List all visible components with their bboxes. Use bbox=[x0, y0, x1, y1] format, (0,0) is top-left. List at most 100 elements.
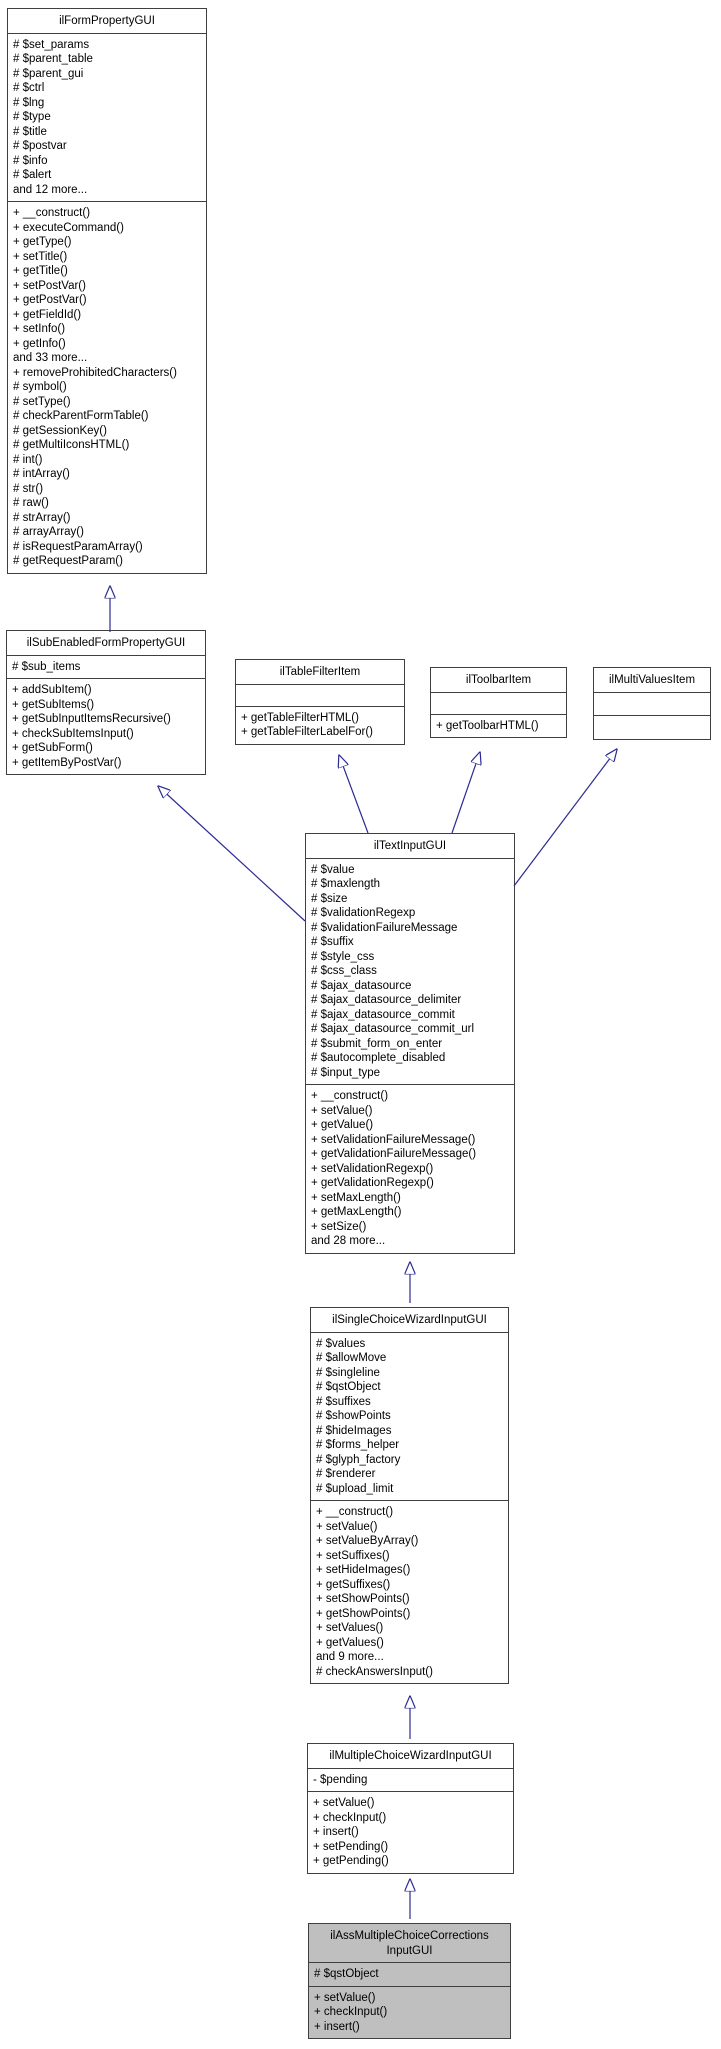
member-row: + getSubInputItemsRecursive() bbox=[12, 713, 171, 725]
member-row: + setPending() bbox=[313, 1840, 389, 1853]
member-row: # $forms_helper bbox=[316, 1439, 400, 1451]
member-row: # checkParentFormTable() bbox=[13, 410, 149, 422]
class-methods: + addSubItem()+ getSubItems()+ getSubInp… bbox=[7, 678, 205, 774]
member-row: # $postvar bbox=[13, 140, 67, 152]
member-row: + setValidationFailureMessage() bbox=[311, 1133, 476, 1146]
class-methods: + getToolbarHTML() bbox=[431, 713, 566, 738]
member-row: and 9 more... bbox=[316, 1651, 384, 1663]
member-row: # $qstObject bbox=[314, 1968, 379, 1980]
member-row: + getSubForm() bbox=[12, 742, 93, 754]
class-box-ilAssMultipleChoiceCorrectionsInputGUI[interactable]: ilAssMultipleChoiceCorrections InputGUI … bbox=[308, 1923, 511, 2039]
member-row: # $type bbox=[13, 111, 51, 123]
member-row: # $glyph_factory bbox=[316, 1453, 401, 1466]
member-row: # $suffixes bbox=[316, 1395, 371, 1408]
class-methods: + __construct() + executeCommand() + getTy… bbox=[8, 201, 206, 573]
member-row: # $ajax_datasource_commit bbox=[311, 1008, 455, 1021]
member-row: + checkInput() bbox=[314, 2006, 388, 2018]
class-title: ilSubEnabledFormPropertyGUI bbox=[26, 637, 186, 649]
class-title: ilFormPropertyGUI bbox=[59, 15, 155, 27]
class-box-ilSingleChoiceWizardInputGUI[interactable]: ilSingleChoiceWizardInputGUI # $values# … bbox=[310, 1307, 509, 1684]
member-row: # $sub_items bbox=[12, 660, 81, 673]
member-row: # $values bbox=[316, 1337, 366, 1350]
inheritance-arrow bbox=[158, 786, 306, 922]
member-row: and 33 more... bbox=[13, 352, 88, 364]
member-row: # $autocomplete_disabled bbox=[311, 1052, 446, 1064]
class-title: ilToolbarItem bbox=[465, 674, 532, 686]
class-box-ilToolbarItem[interactable]: ilToolbarItem + getToolbarHTML() bbox=[430, 667, 567, 738]
class-title: ilMultiValuesItem bbox=[608, 674, 696, 686]
member-row: + setValue() bbox=[313, 1797, 375, 1809]
member-row: + setTitle() bbox=[13, 250, 68, 263]
class-box-ilSubEnabledFormPropertyGUI[interactable]: ilSubEnabledFormPropertyGUI # $sub_items… bbox=[6, 630, 206, 775]
class-attributes bbox=[431, 691, 566, 714]
member-row: # $title bbox=[13, 125, 47, 138]
member-row: # getRequestParam() bbox=[13, 555, 123, 567]
member-row: # $showPoints bbox=[316, 1410, 391, 1422]
member-row: + getInfo() bbox=[13, 337, 66, 350]
class-title: ilTableFilterItem bbox=[279, 666, 361, 678]
member-row: # $maxlength bbox=[311, 878, 381, 890]
member-row: + getValue() bbox=[311, 1119, 374, 1131]
inheritance-arrow bbox=[451, 752, 480, 834]
member-row: # $size bbox=[311, 892, 348, 905]
member-row: # $ajax_datasource_delimiter bbox=[311, 994, 462, 1006]
member-row: + getTableFilterLabelFor() bbox=[241, 726, 373, 738]
member-row: + getToolbarHTML() bbox=[436, 719, 539, 732]
member-row: # arrayArray() bbox=[13, 526, 84, 538]
member-row: + getValidationRegexp() bbox=[311, 1177, 434, 1189]
class-methods: + setValue()+ checkInput()+ insert()+ se… bbox=[308, 1791, 513, 1873]
member-row: # $upload_limit bbox=[316, 1482, 394, 1495]
member-row: + __construct() bbox=[316, 1506, 394, 1518]
member-row: # $style_css bbox=[311, 950, 375, 963]
member-row: and 12 more... bbox=[13, 183, 88, 196]
member-row: + setValue() bbox=[314, 1991, 376, 2004]
class-title: ilMultipleChoiceWizardInputGUI bbox=[329, 1750, 492, 1762]
member-row: # $ajax_datasource_commit_url bbox=[311, 1023, 475, 1035]
class-box-ilTextInputGUI[interactable]: ilTextInputGUI # $value # $maxlength # $si… bbox=[305, 833, 515, 1254]
class-methods bbox=[594, 714, 710, 739]
member-row: + insert() bbox=[313, 1826, 359, 1838]
member-row: + executeCommand() bbox=[13, 221, 124, 234]
member-row: + setValueByArray() bbox=[316, 1535, 419, 1547]
member-row: + setValue() bbox=[316, 1520, 378, 1533]
member-row: + setSuffixes() bbox=[316, 1549, 390, 1562]
member-row: # checkAnswersInput() bbox=[316, 1665, 433, 1678]
member-row: + getValidationFailureMessage() bbox=[311, 1148, 477, 1160]
member-row: + getSuffixes() bbox=[316, 1578, 391, 1591]
member-row: # $renderer bbox=[316, 1468, 376, 1480]
member-row: + removeProhibitedCharacters() bbox=[13, 366, 177, 379]
class-box-ilMultipleChoiceWizardInputGUI[interactable]: ilMultipleChoiceWizardInputGUI - $pendin… bbox=[307, 1743, 514, 1874]
member-row: + setValue() bbox=[311, 1104, 373, 1117]
member-row: # $lng bbox=[13, 96, 45, 109]
member-row: # int() bbox=[13, 453, 43, 466]
member-row: + getItemByPostVar() bbox=[12, 756, 122, 769]
class-box-ilMultiValuesItem[interactable]: ilMultiValuesItem bbox=[593, 667, 711, 740]
member-row: # strArray() bbox=[13, 511, 71, 524]
member-row: + setPostVar() bbox=[13, 279, 86, 292]
class-attributes bbox=[236, 683, 404, 706]
member-row: # getMultiIconsHTML() bbox=[13, 439, 130, 451]
member-row: # $parent_gui bbox=[13, 67, 84, 80]
class-box-ilFormPropertyGUI[interactable]: ilFormPropertyGUI # $set_params # $parent… bbox=[7, 8, 207, 574]
class-methods: + setValue()+ checkInput()+ insert() bbox=[309, 1985, 510, 2039]
member-row: + getPostVar() bbox=[13, 294, 87, 306]
member-row: + __construct() bbox=[13, 207, 91, 219]
class-title: ilTextInputGUI bbox=[373, 840, 447, 852]
member-row: + setShowPoints() bbox=[316, 1593, 410, 1605]
class-attributes: - $pending bbox=[308, 1767, 513, 1792]
member-row: # $set_params bbox=[13, 38, 90, 51]
member-row: + getType() bbox=[13, 236, 72, 248]
class-box-ilTableFilterItem[interactable]: ilTableFilterItem + getTableFilterHTML()… bbox=[235, 659, 405, 745]
member-row: # $value bbox=[311, 863, 355, 876]
class-methods: + __construct()+ setValue()+ getValue()+… bbox=[306, 1084, 514, 1253]
member-row: # symbol() bbox=[13, 381, 67, 393]
member-row: # $info bbox=[13, 154, 48, 167]
inheritance-arrow bbox=[513, 749, 617, 887]
class-attributes: # $sub_items bbox=[7, 654, 205, 679]
member-row: # $css_class bbox=[311, 965, 377, 977]
member-row: + setMaxLength() bbox=[311, 1191, 401, 1204]
member-row: # $validationRegexp bbox=[311, 907, 416, 919]
member-row: # $alert bbox=[13, 169, 52, 181]
class-methods: + __construct() + setValue() + setValueByA… bbox=[311, 1500, 508, 1683]
